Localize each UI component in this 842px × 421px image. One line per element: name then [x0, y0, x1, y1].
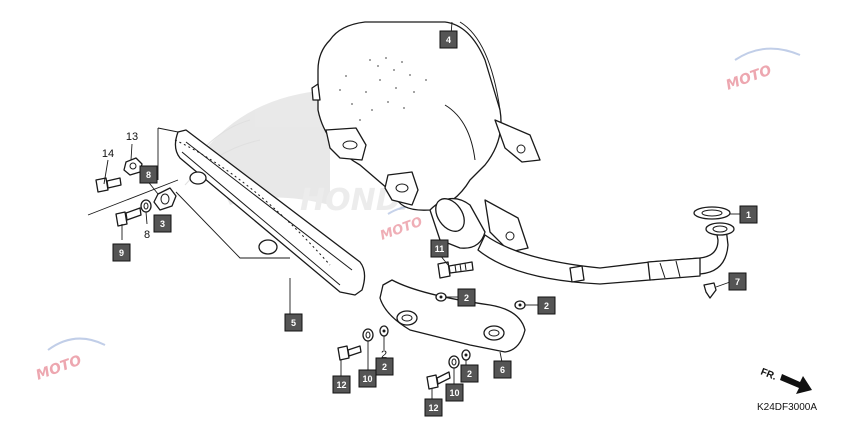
- front-direction-arrow-icon: [780, 374, 812, 394]
- muffler-body: [311, 21, 541, 253]
- front-direction-label: FR.: [759, 367, 778, 383]
- callout-2-plain-label: 2: [381, 349, 387, 361]
- bolt-11: [437, 261, 474, 279]
- moto-watermark-text: MOTO: [34, 353, 84, 384]
- callout-6: 6: [493, 360, 512, 379]
- muffler-protector-upper: [174, 129, 366, 296]
- washer-2-lower-right: [461, 349, 471, 361]
- leader-lines: [87, 21, 740, 400]
- collar-8: [140, 199, 152, 213]
- callout-11-label: 11: [435, 244, 445, 254]
- callout-10-left: 10: [358, 369, 377, 388]
- callout-10-right: 10: [445, 383, 464, 402]
- callout-2-lower-right: 2: [460, 364, 479, 383]
- callout-2-upper-left: 2: [457, 288, 476, 307]
- callout-1: 1: [739, 205, 758, 224]
- callout-12-label: 12: [428, 403, 438, 413]
- callout-2-label: 2: [467, 369, 472, 379]
- callout-6-label: 6: [500, 365, 505, 375]
- callout-12-label: 12: [336, 380, 346, 390]
- exhaust-pipe: [477, 222, 735, 285]
- washer-2-upper-left: [435, 292, 447, 302]
- moto-watermark-text: MOTO: [724, 63, 774, 94]
- callout-9: 9: [112, 243, 131, 262]
- callout-12-right: 12: [424, 398, 443, 417]
- rubber-mount-3: [153, 187, 177, 211]
- callout-5-label: 5: [291, 318, 296, 328]
- callout-9-label: 9: [119, 248, 124, 258]
- moto-watermark-top-right: MOTO: [724, 47, 801, 94]
- nut-13: [123, 157, 143, 176]
- bolt-12-right: [426, 371, 451, 390]
- exhaust-gasket: [693, 206, 731, 220]
- callout-14-label: 14: [102, 148, 114, 160]
- exhaust-clip: [703, 282, 717, 299]
- collar-10-left: [362, 328, 374, 342]
- washer-2-lower-left: [379, 325, 389, 337]
- callout-12-left: 12: [332, 375, 351, 394]
- callout-13-label: 13: [126, 131, 138, 143]
- callout-2-plain: 2: [381, 349, 387, 361]
- moto-watermark-left: MOTO: [34, 337, 106, 384]
- callout-2-lower-left: 2: [375, 357, 394, 376]
- callout-8-plain-label: 8: [144, 229, 150, 241]
- callout-5: 5: [284, 313, 303, 332]
- callout-7-label: 7: [735, 277, 740, 287]
- callout-8-label: 8: [146, 170, 151, 180]
- callout-4-label: 4: [446, 35, 451, 45]
- callout-14: 14: [102, 148, 114, 160]
- bolt-9: [115, 207, 142, 227]
- callout-2-label: 2: [544, 301, 549, 311]
- drawing-code: K24DF3000A: [757, 402, 817, 413]
- front-direction-indicator: FR.: [759, 367, 812, 394]
- callout-10-label: 10: [362, 374, 372, 384]
- callout-2-label: 2: [464, 293, 469, 303]
- callout-3-label: 3: [160, 219, 165, 229]
- collar-10-right: [448, 355, 460, 369]
- callout-3: 3: [153, 214, 172, 233]
- moto-watermark-text: MOTO: [378, 215, 424, 244]
- callout-4: 4: [439, 30, 458, 49]
- callout-11: 11: [430, 239, 449, 258]
- bolt-14: [95, 177, 122, 193]
- callout-1-label: 1: [746, 210, 751, 220]
- bolt-12-left: [337, 345, 362, 361]
- callout-2-label: 2: [382, 362, 387, 372]
- callout-7: 7: [728, 272, 747, 291]
- callout-8-box: 8: [139, 165, 158, 184]
- callout-13: 13: [126, 131, 138, 143]
- callout-10-label: 10: [449, 388, 459, 398]
- washer-2-upper-right: [514, 300, 526, 310]
- callout-2-upper-right: 2: [537, 296, 556, 315]
- callout-8-plain: 8: [144, 229, 150, 241]
- muffler-texture: [339, 57, 427, 121]
- muffler-protector-lower: [379, 279, 526, 353]
